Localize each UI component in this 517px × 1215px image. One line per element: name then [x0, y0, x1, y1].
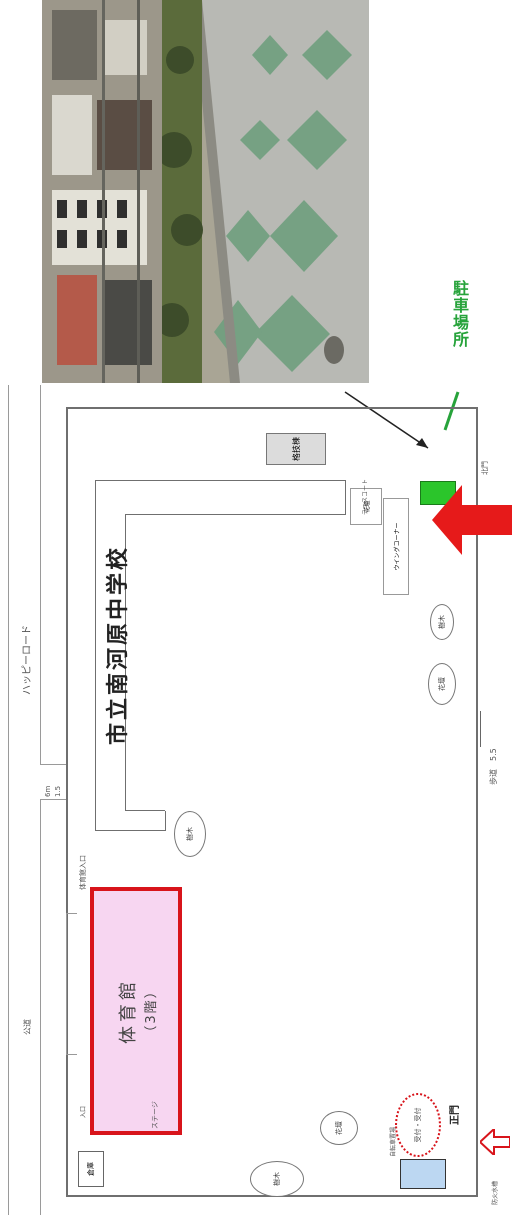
road-line-3	[40, 799, 66, 800]
boundary-right	[66, 407, 478, 409]
fire-tank-label: 防火水槽	[492, 1180, 499, 1205]
school-outline-left	[95, 830, 165, 831]
school-name-label: 市立南河原中学校	[106, 544, 131, 745]
bike-parking	[400, 1159, 446, 1189]
school-outline-notch	[165, 811, 166, 831]
storage-building: 倉庫	[78, 1151, 104, 1187]
martial-arts-hall: 格技棟	[266, 433, 326, 465]
tennis-court-label: テニスコート	[362, 478, 369, 515]
wing-corner-box: ウイングコーナー	[383, 498, 409, 595]
school-grounds-photo	[42, 0, 369, 383]
campus-map: ハッピーロード 公道 6m 1.5 歩道 5.5 市立南河原中学校 体育館 （3…	[0, 385, 517, 1215]
gym-covered-walkway	[66, 913, 77, 1055]
road-line-1	[40, 800, 41, 1215]
storage-label: 倉庫	[87, 1162, 95, 1176]
gymnasium: 体育館 （3階）	[90, 887, 182, 1135]
tree-4: 花壇	[320, 1111, 358, 1145]
entrance-arrow	[432, 485, 512, 555]
school-outline-top	[95, 481, 96, 831]
public-road-label: 公道	[23, 1019, 32, 1035]
entrance-label: 入口	[80, 1105, 87, 1118]
tree-2: 花壇	[428, 663, 456, 705]
reception-label: 受付・受付	[414, 1107, 422, 1143]
gym-stage-label: ステージ	[151, 1101, 159, 1129]
road-line-5	[40, 764, 66, 765]
road-line-2	[8, 385, 9, 1215]
school-outline-wing-2	[125, 514, 345, 515]
photo-pointer-arrowhead	[416, 438, 428, 448]
happy-road-label: ハッピーロード	[22, 625, 33, 695]
sidewalk-width-arrow	[480, 711, 481, 747]
parking-location-label: 駐車場所	[450, 280, 469, 348]
photo-pointer-line	[344, 391, 429, 449]
main-gate-label: 正門	[450, 1105, 461, 1125]
gym-floor: （3階）	[143, 983, 159, 1039]
martial-arts-hall-label: 格技棟	[291, 437, 301, 461]
school-outline-notch-2	[125, 810, 165, 811]
main-gate-arrow	[480, 1129, 510, 1155]
road-width-sub-label: 1.5	[54, 785, 62, 797]
school-outline-wing	[345, 480, 346, 515]
reception-area: 受付・受付	[395, 1093, 441, 1157]
parking-pointer-line	[443, 391, 460, 431]
tree-3: 樹木	[174, 811, 206, 857]
bike-parking-label: 自転車置場	[390, 1126, 397, 1157]
road-line-4	[40, 385, 41, 765]
north-gate-label: 北門	[481, 461, 489, 475]
road-width-label: 6m	[44, 785, 52, 797]
gym-name: 体育館	[117, 978, 139, 1044]
campus-map-frame: ハッピーロード 公道 6m 1.5 歩道 5.5 市立南河原中学校 体育館 （3…	[0, 385, 517, 1215]
tree-1: 樹木	[430, 604, 454, 640]
tree-5: 樹木	[250, 1161, 304, 1197]
sidewalk-width-label: 歩道 5.5	[489, 748, 498, 785]
school-outline-right	[95, 480, 345, 481]
wing-corner-label: ウイングコーナー	[393, 522, 401, 571]
gym-entrance-label: 体育館入口	[79, 855, 87, 890]
boundary-top	[66, 407, 68, 1197]
